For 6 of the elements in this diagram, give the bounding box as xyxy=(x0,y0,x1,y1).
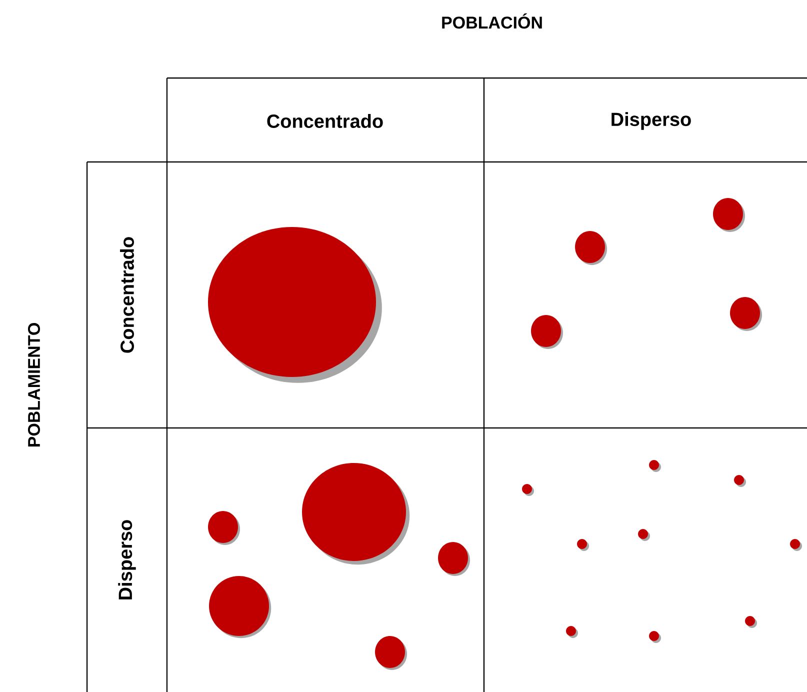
row-header: Disperso xyxy=(118,520,136,600)
column-header: Disperso xyxy=(612,112,691,130)
heading: POBLACIÓN xyxy=(442,13,542,29)
column-header: Concentrado xyxy=(267,114,383,128)
row-header: Concentrado xyxy=(120,237,134,353)
axis-label: POBLAMIENTO xyxy=(28,323,40,446)
